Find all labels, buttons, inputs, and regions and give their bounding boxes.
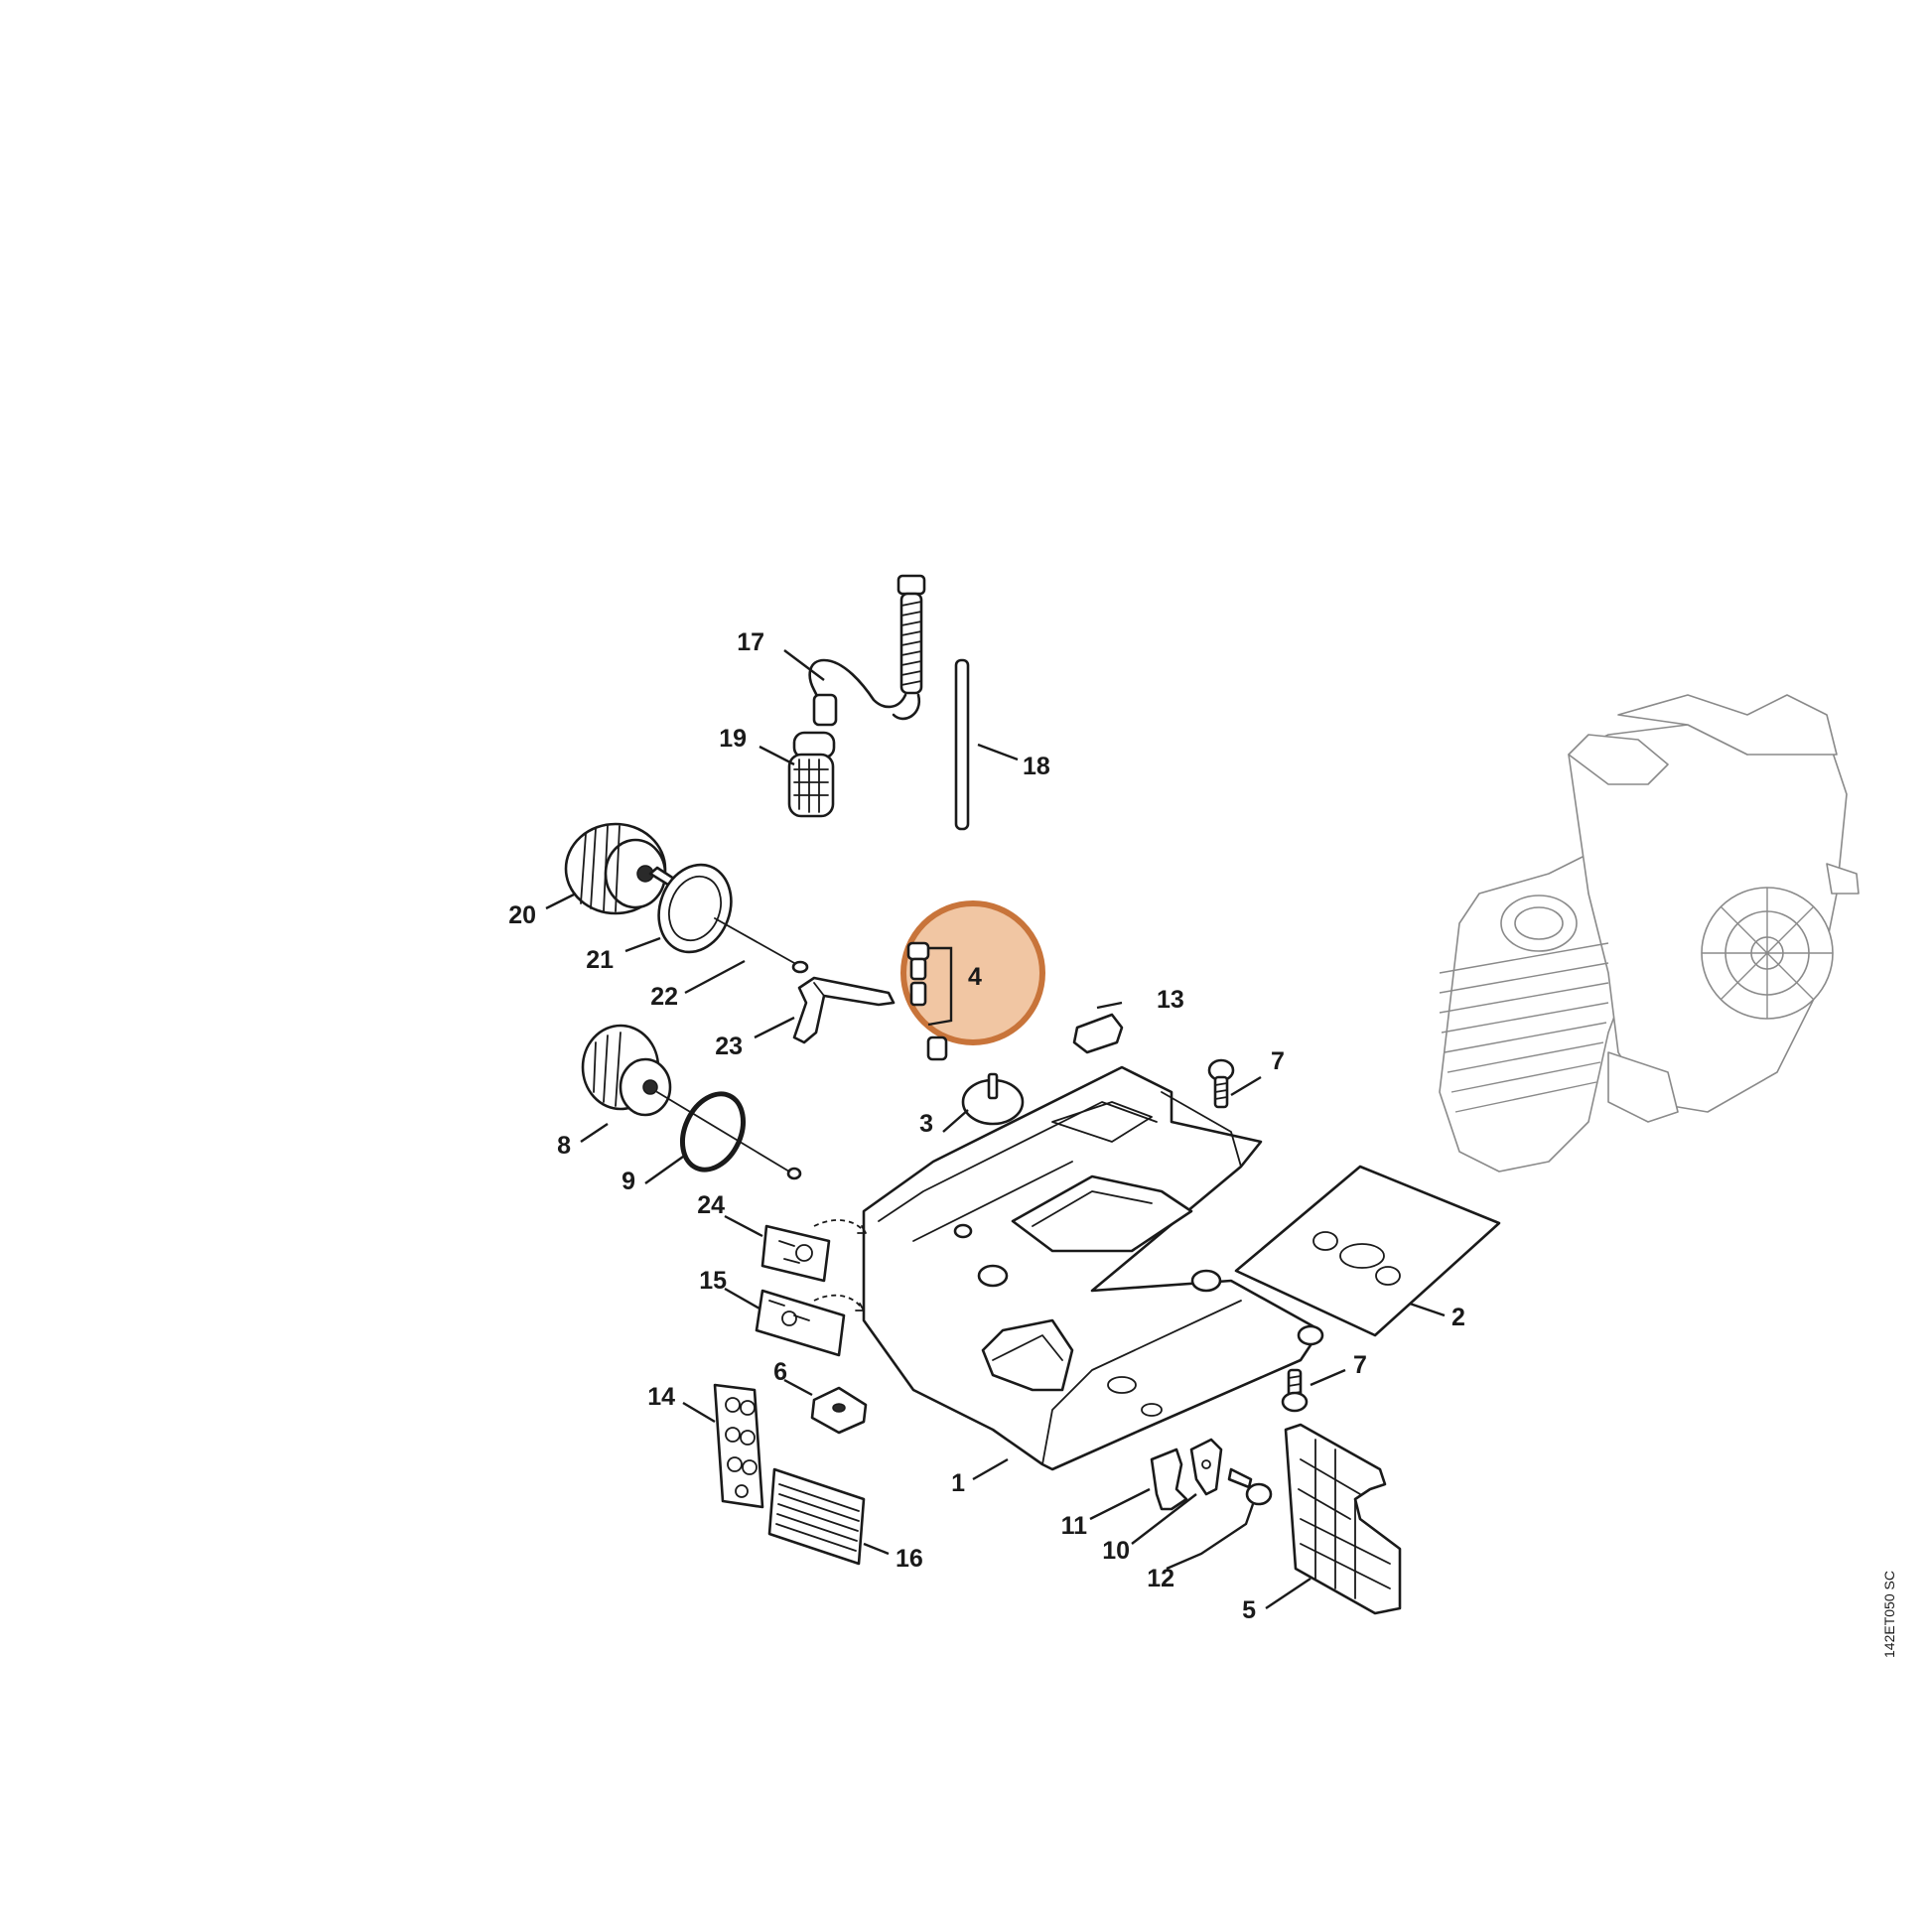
callout-9: 9: [621, 1168, 635, 1195]
callout-13: 13: [1157, 986, 1184, 1014]
part-4-screws: [906, 941, 953, 1027]
callout-21: 21: [586, 946, 614, 974]
callout-6: 6: [773, 1358, 787, 1386]
part-13-plug: [1072, 1013, 1124, 1054]
callout-22: 22: [650, 983, 678, 1011]
callout-23: 23: [715, 1033, 743, 1060]
part-10-catch: [1189, 1438, 1223, 1496]
callout-24: 24: [697, 1191, 725, 1219]
part-15-label: [755, 1289, 865, 1357]
reference-code: 142ET050 SC: [1881, 1571, 1897, 1658]
callout-7-top: 7: [1271, 1047, 1285, 1075]
callouts: 17 19 18 20 21 22 23 4 13 7 3 8 9 24 15 …: [508, 628, 1465, 1624]
part-20-pump: [564, 822, 722, 915]
leader-lines: [545, 649, 1446, 1609]
part-23-bracket: [792, 976, 896, 1044]
callout-12: 12: [1147, 1565, 1174, 1592]
callout-19: 19: [719, 725, 747, 753]
part-9-oring: [680, 1091, 746, 1173]
callout-17: 17: [737, 628, 764, 656]
callout-16: 16: [896, 1545, 923, 1573]
part-7-screw-lower: [1281, 1368, 1309, 1413]
callout-4: 4: [968, 963, 982, 991]
part-6-nut: [810, 1386, 868, 1435]
callout-15: 15: [699, 1267, 727, 1295]
part-24-label: [760, 1219, 867, 1283]
callout-18: 18: [1023, 753, 1050, 780]
part-1-housing: [862, 1065, 1324, 1471]
engine-background: [1439, 694, 1860, 1173]
callout-1: 1: [951, 1469, 965, 1497]
part-11-lever: [1150, 1448, 1188, 1511]
part-18-tube: [954, 658, 970, 831]
part-21-washer: [657, 863, 733, 954]
callout-7-lower: 7: [1353, 1351, 1367, 1379]
part-3-valve: [926, 1035, 1025, 1126]
callout-3: 3: [919, 1110, 933, 1138]
part-16-label: [767, 1467, 866, 1566]
part-5-cover: [1284, 1423, 1402, 1615]
callout-11: 11: [1061, 1512, 1088, 1540]
part-14-label: [713, 1383, 764, 1509]
callout-14: 14: [647, 1383, 675, 1411]
part-2-gasket: [1234, 1165, 1501, 1337]
callout-5: 5: [1242, 1596, 1256, 1624]
part-8-pump: [581, 1024, 802, 1180]
callout-10: 10: [1102, 1537, 1130, 1565]
part-12-screw: [1227, 1467, 1273, 1506]
part-4-highlight: [900, 900, 1045, 1045]
part-22-cable: [714, 917, 809, 974]
part-19-filter: [787, 731, 836, 818]
callout-8: 8: [557, 1132, 571, 1160]
callout-20: 20: [508, 901, 536, 929]
callout-2: 2: [1451, 1304, 1465, 1331]
part-7-screw-top: [1207, 1058, 1235, 1109]
part-17-hose: [808, 574, 926, 727]
